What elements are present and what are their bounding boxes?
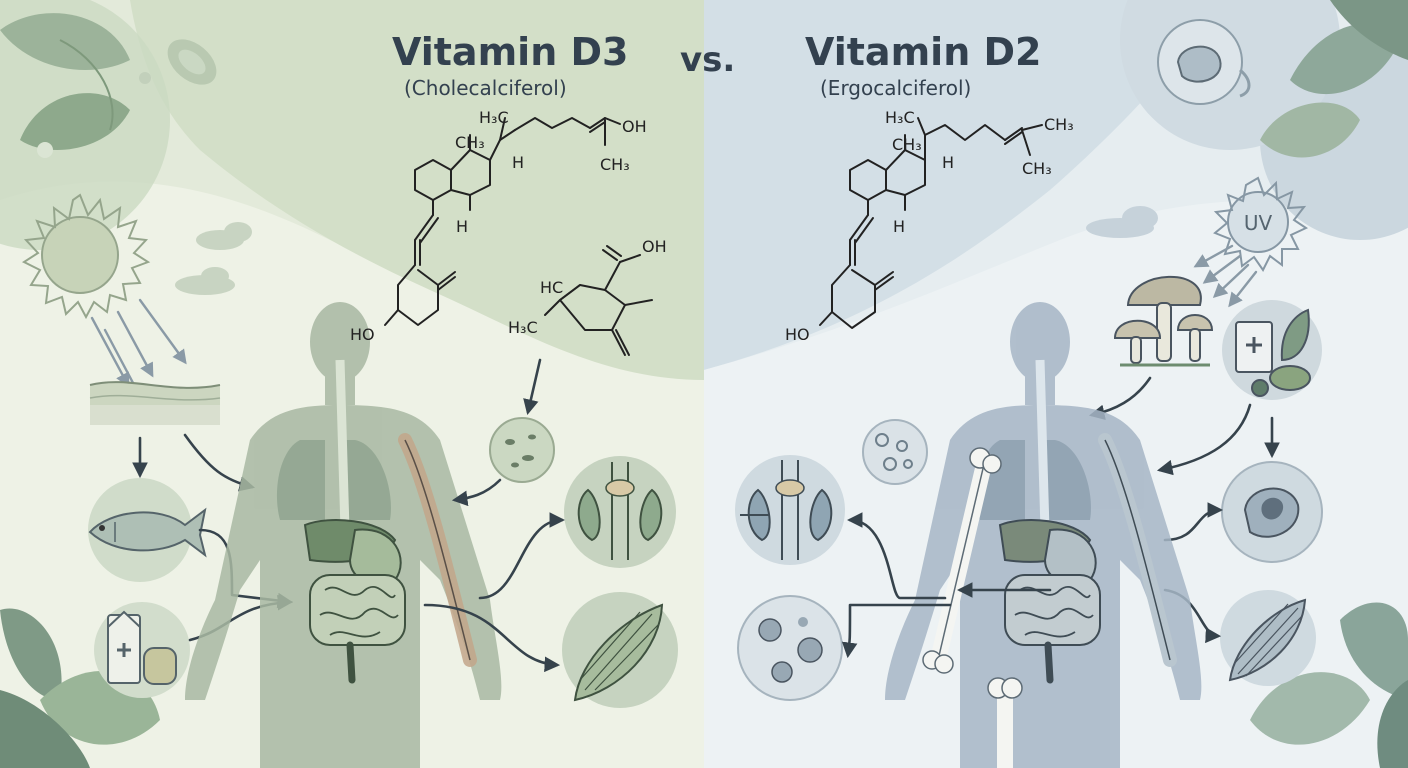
kidney-icon xyxy=(564,456,676,568)
label: H₃C xyxy=(479,108,509,127)
label: OH xyxy=(642,237,667,256)
sun-icon xyxy=(21,193,151,320)
skin-layers-icon xyxy=(89,381,221,425)
microbe-icon xyxy=(489,417,555,483)
label: HO xyxy=(350,325,375,344)
intestines xyxy=(309,574,406,684)
label: CH₃ xyxy=(1022,159,1052,178)
d2-title: Vitamin D2 xyxy=(805,30,1042,74)
mushroom-icon xyxy=(1113,275,1214,367)
fish-icon xyxy=(88,478,207,582)
cloud-icon xyxy=(1086,206,1158,238)
supplement-icon xyxy=(94,602,190,698)
esophagus xyxy=(1035,359,1050,531)
uv-label: UV xyxy=(1244,211,1273,235)
immune-cells-icon xyxy=(737,595,843,701)
arrow xyxy=(846,512,947,600)
d3-title: Vitamin D3 xyxy=(392,30,629,74)
kidney-icon xyxy=(735,455,845,565)
muscle-icon xyxy=(562,592,678,708)
intestines xyxy=(1004,574,1101,684)
leaf-icon xyxy=(0,13,130,150)
liver-stomach xyxy=(998,519,1097,585)
arrow xyxy=(523,358,542,416)
microbe-icon xyxy=(862,419,928,485)
d3-fragment-molecule: OH HC H₃C xyxy=(508,237,667,356)
label: CH₃ xyxy=(1044,115,1074,134)
cloud-icon xyxy=(175,267,235,295)
esophagus xyxy=(335,359,350,531)
label: CH₃ xyxy=(600,155,630,174)
liver-stomach xyxy=(303,519,402,585)
leaf-icon xyxy=(1260,0,1408,158)
arrow xyxy=(423,603,561,673)
d2-subtitle: (Ergocalciferol) xyxy=(820,76,972,100)
versus-label: vs. xyxy=(680,40,736,80)
label: CH₃ xyxy=(892,135,922,154)
arrow xyxy=(1163,502,1224,542)
label: H₃C xyxy=(885,108,915,127)
label: H₃C xyxy=(508,318,538,337)
label: H xyxy=(512,153,524,172)
leaf-icon xyxy=(1250,602,1408,768)
cell-decoration xyxy=(37,39,217,158)
label: H xyxy=(942,153,954,172)
blood-vessel-outline xyxy=(1104,439,1171,661)
bone-icon xyxy=(922,447,1002,674)
bone-icon xyxy=(987,677,1023,768)
arrow xyxy=(1156,403,1252,476)
d2-molecule: H₃C CH₃ CH₃ CH₃ H H HO xyxy=(785,108,1074,344)
uv-rays xyxy=(1193,244,1258,308)
food-icon xyxy=(1222,300,1322,400)
cloud-icon xyxy=(196,222,252,250)
label: H xyxy=(456,217,468,236)
immune-cell-icon xyxy=(1221,461,1323,563)
cell-decoration xyxy=(1157,19,1251,105)
uv-sun-icon: UV xyxy=(1213,176,1309,272)
d3-molecule: H₃C OH CH₃ CH₃ H H HO xyxy=(350,108,647,344)
arrow xyxy=(841,603,952,659)
label: HO xyxy=(785,325,810,344)
blood-vessel-outline xyxy=(404,439,471,661)
label: HC xyxy=(540,278,563,297)
label: CH₃ xyxy=(455,133,485,152)
lungs xyxy=(276,440,391,520)
arrow xyxy=(451,478,502,507)
right-top-blob xyxy=(704,0,1230,370)
label: H xyxy=(893,217,905,236)
arrow xyxy=(478,512,566,600)
label: OH xyxy=(622,117,647,136)
muscle-icon xyxy=(1220,590,1316,686)
d3-subtitle: (Cholecalciferol) xyxy=(404,76,567,100)
